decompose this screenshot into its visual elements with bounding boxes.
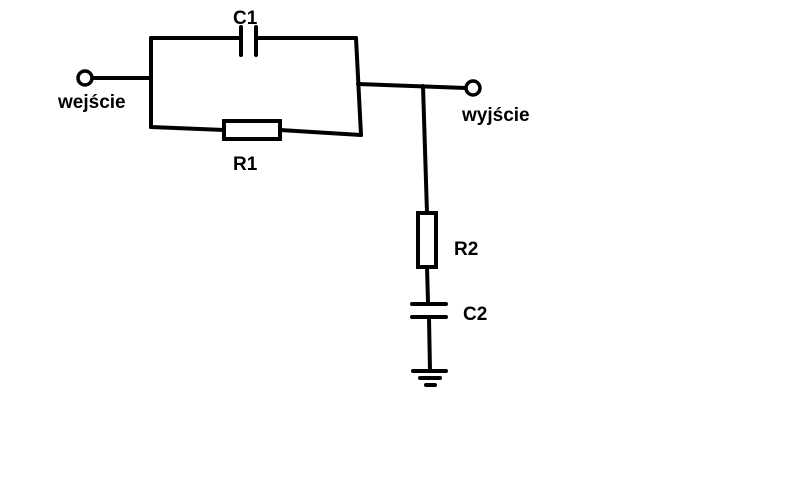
resistor-r1: [149, 119, 363, 141]
label-c1: C1: [233, 8, 258, 29]
capacitor-c1: [149, 25, 358, 57]
capacitor-c2: [410, 302, 448, 373]
label-c2: C2: [463, 304, 487, 325]
label-r2: R2: [454, 239, 478, 260]
output-terminal: [356, 79, 482, 97]
label-output: wyjście: [461, 105, 530, 126]
label-r1: R1: [233, 154, 258, 175]
wire-right-vertical: [354, 36, 363, 137]
input-terminal: [76, 69, 153, 87]
resistor-r2: [416, 84, 438, 304]
label-input: wejście: [57, 92, 126, 113]
ground-icon: [411, 369, 448, 387]
